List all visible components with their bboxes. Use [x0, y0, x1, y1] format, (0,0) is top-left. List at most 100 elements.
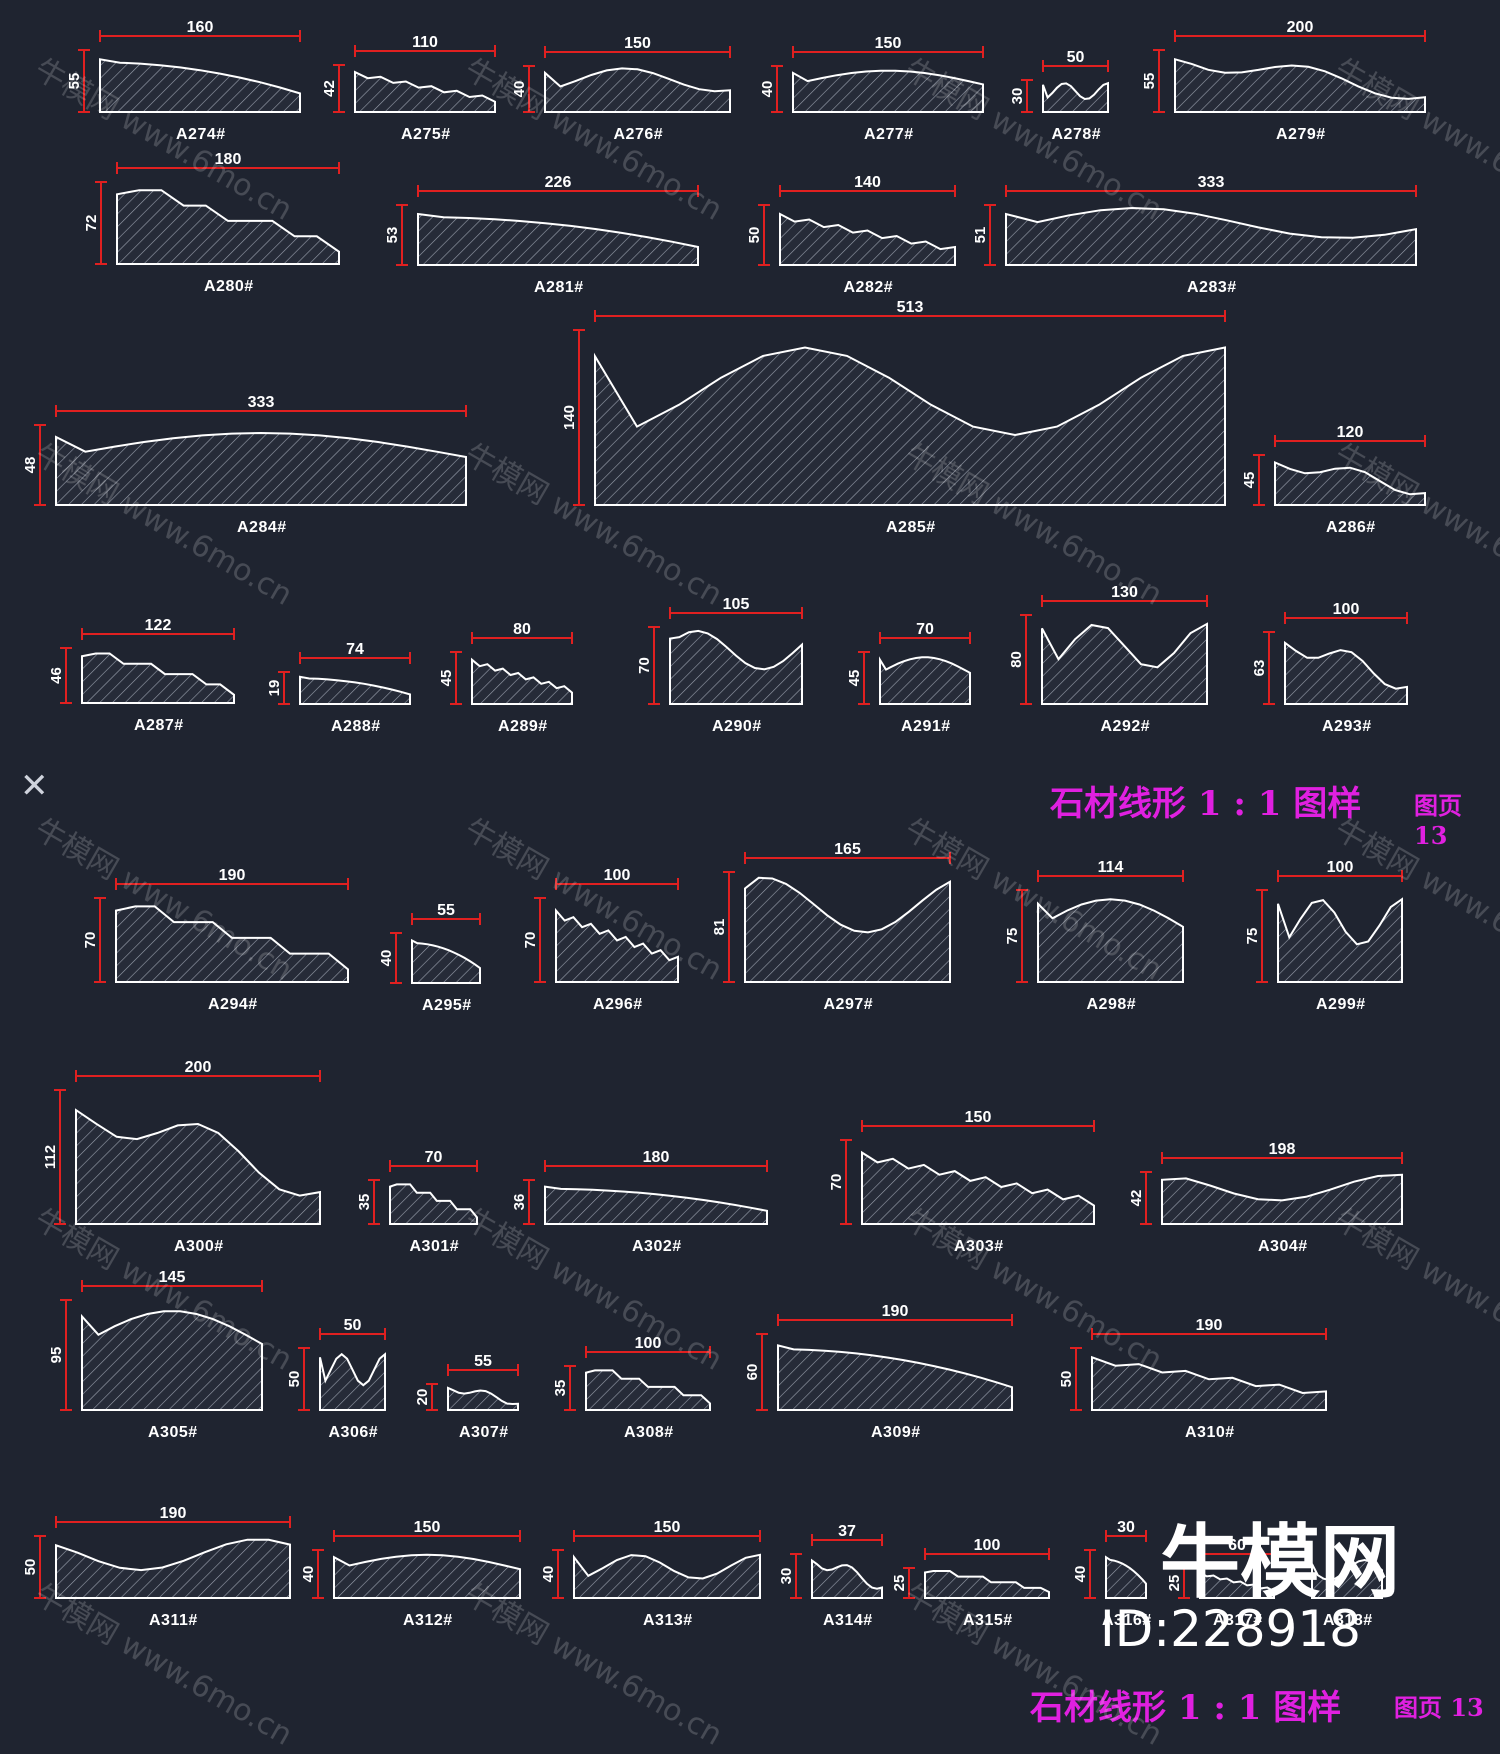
- height-dimension-text: 40: [378, 950, 395, 967]
- width-dimension-text: 200: [185, 1059, 212, 1076]
- width-dimension-text: 105: [723, 596, 750, 613]
- width-dimension-text: 120: [1337, 424, 1364, 441]
- height-dimension-text: 63: [1251, 660, 1268, 677]
- profile-label: A275#: [401, 126, 451, 143]
- profile-label: A302#: [632, 1238, 682, 1255]
- profile-label: A306#: [328, 1424, 379, 1441]
- height-dimension-text: 46: [48, 667, 65, 684]
- profile-label: A301#: [409, 1238, 460, 1255]
- profile-label: A293#: [1322, 718, 1372, 735]
- profile-shape: [1284, 640, 1408, 705]
- width-dimension-text: 226: [545, 174, 572, 191]
- page-label-upper: 图页 13: [1414, 791, 1462, 850]
- width-dimension-text: 160: [187, 19, 214, 36]
- profile-label: A289#: [498, 718, 548, 735]
- profile-label: A298#: [1086, 996, 1137, 1013]
- height-dimension-text: 36: [511, 1194, 528, 1211]
- profile-label: A300#: [174, 1238, 224, 1255]
- profile-label: A283#: [1187, 279, 1237, 296]
- profile-label: A287#: [134, 717, 184, 734]
- profile-A307#: 55 20: [414, 1353, 519, 1411]
- width-dimension-text: 140: [854, 174, 881, 191]
- profile-shape: [333, 1553, 521, 1599]
- width-dimension-text: 55: [437, 902, 455, 919]
- width-dimension-text: 100: [635, 1335, 662, 1352]
- profile-shape: [55, 1538, 291, 1599]
- profile-label: A292#: [1100, 718, 1151, 735]
- sheet-title-lower: 石材线形 1 : 1 图样: [1030, 1688, 1342, 1728]
- width-dimension-text: 50: [1067, 49, 1085, 66]
- width-dimension-text: 180: [215, 151, 242, 168]
- profile-label: A317#: [1213, 1612, 1263, 1629]
- profile-label: A305#: [148, 1424, 198, 1441]
- profile-label: A309#: [871, 1424, 921, 1441]
- height-dimension-text: 40: [759, 81, 776, 98]
- profile-shape: [81, 1310, 263, 1411]
- profile-shape: [389, 1183, 478, 1225]
- profile-label: A310#: [1185, 1424, 1235, 1441]
- height-dimension-text: 70: [636, 657, 653, 674]
- profile-shape: [299, 675, 411, 705]
- width-dimension-text: 100: [1327, 859, 1354, 876]
- profile-shape: [555, 907, 679, 983]
- height-dimension-text: 53: [384, 227, 401, 244]
- profile-label: A277#: [864, 126, 914, 143]
- width-dimension-text: 100: [1333, 601, 1360, 618]
- page-label-lower: 图页 13: [1394, 1693, 1484, 1722]
- width-dimension-text: 100: [974, 1537, 1001, 1554]
- width-dimension-text: 190: [1196, 1317, 1223, 1334]
- profile-shape: [779, 212, 956, 266]
- height-dimension-text: 20: [414, 1389, 431, 1406]
- profile-label: A280#: [204, 278, 254, 295]
- profile-label: A303#: [954, 1238, 1004, 1255]
- profile-shape: [1161, 1173, 1403, 1225]
- profile-shape: [669, 629, 803, 705]
- profile-shape: [1274, 460, 1426, 506]
- profile-shape: [354, 70, 496, 113]
- profile-shape: [1105, 1555, 1147, 1599]
- profile-label: A290#: [712, 718, 762, 735]
- profile-shape: [924, 1570, 1050, 1599]
- profile-label: A281#: [534, 279, 584, 296]
- height-dimension-text: 70: [82, 932, 99, 949]
- profile-label: A318#: [1323, 1612, 1373, 1629]
- width-dimension-text: 55: [474, 1353, 492, 1370]
- height-dimension-text: 40: [300, 1566, 317, 1583]
- width-dimension-text: 150: [654, 1519, 681, 1536]
- profile-shape: [1199, 1570, 1275, 1599]
- width-dimension-text: 190: [882, 1303, 909, 1320]
- height-dimension-text: 81: [711, 919, 728, 936]
- width-dimension-text: 150: [414, 1519, 441, 1536]
- width-dimension-text: 114: [1098, 859, 1124, 876]
- brand-id-text: ID:228918: [1100, 1600, 1361, 1658]
- height-dimension-text: 75: [1004, 928, 1021, 945]
- height-dimension-text: 50: [1058, 1371, 1075, 1388]
- profile-label: A285#: [886, 519, 936, 536]
- height-dimension-text: 50: [286, 1371, 303, 1388]
- cad-cursor-icon: ✕: [20, 766, 49, 806]
- height-dimension-text: 75: [1244, 928, 1261, 945]
- profile-label: A288#: [331, 718, 381, 735]
- profile-label: A286#: [1326, 519, 1376, 536]
- width-dimension-text: 190: [219, 867, 246, 884]
- profile-shape: [1037, 898, 1184, 983]
- profile-shape: [447, 1386, 519, 1411]
